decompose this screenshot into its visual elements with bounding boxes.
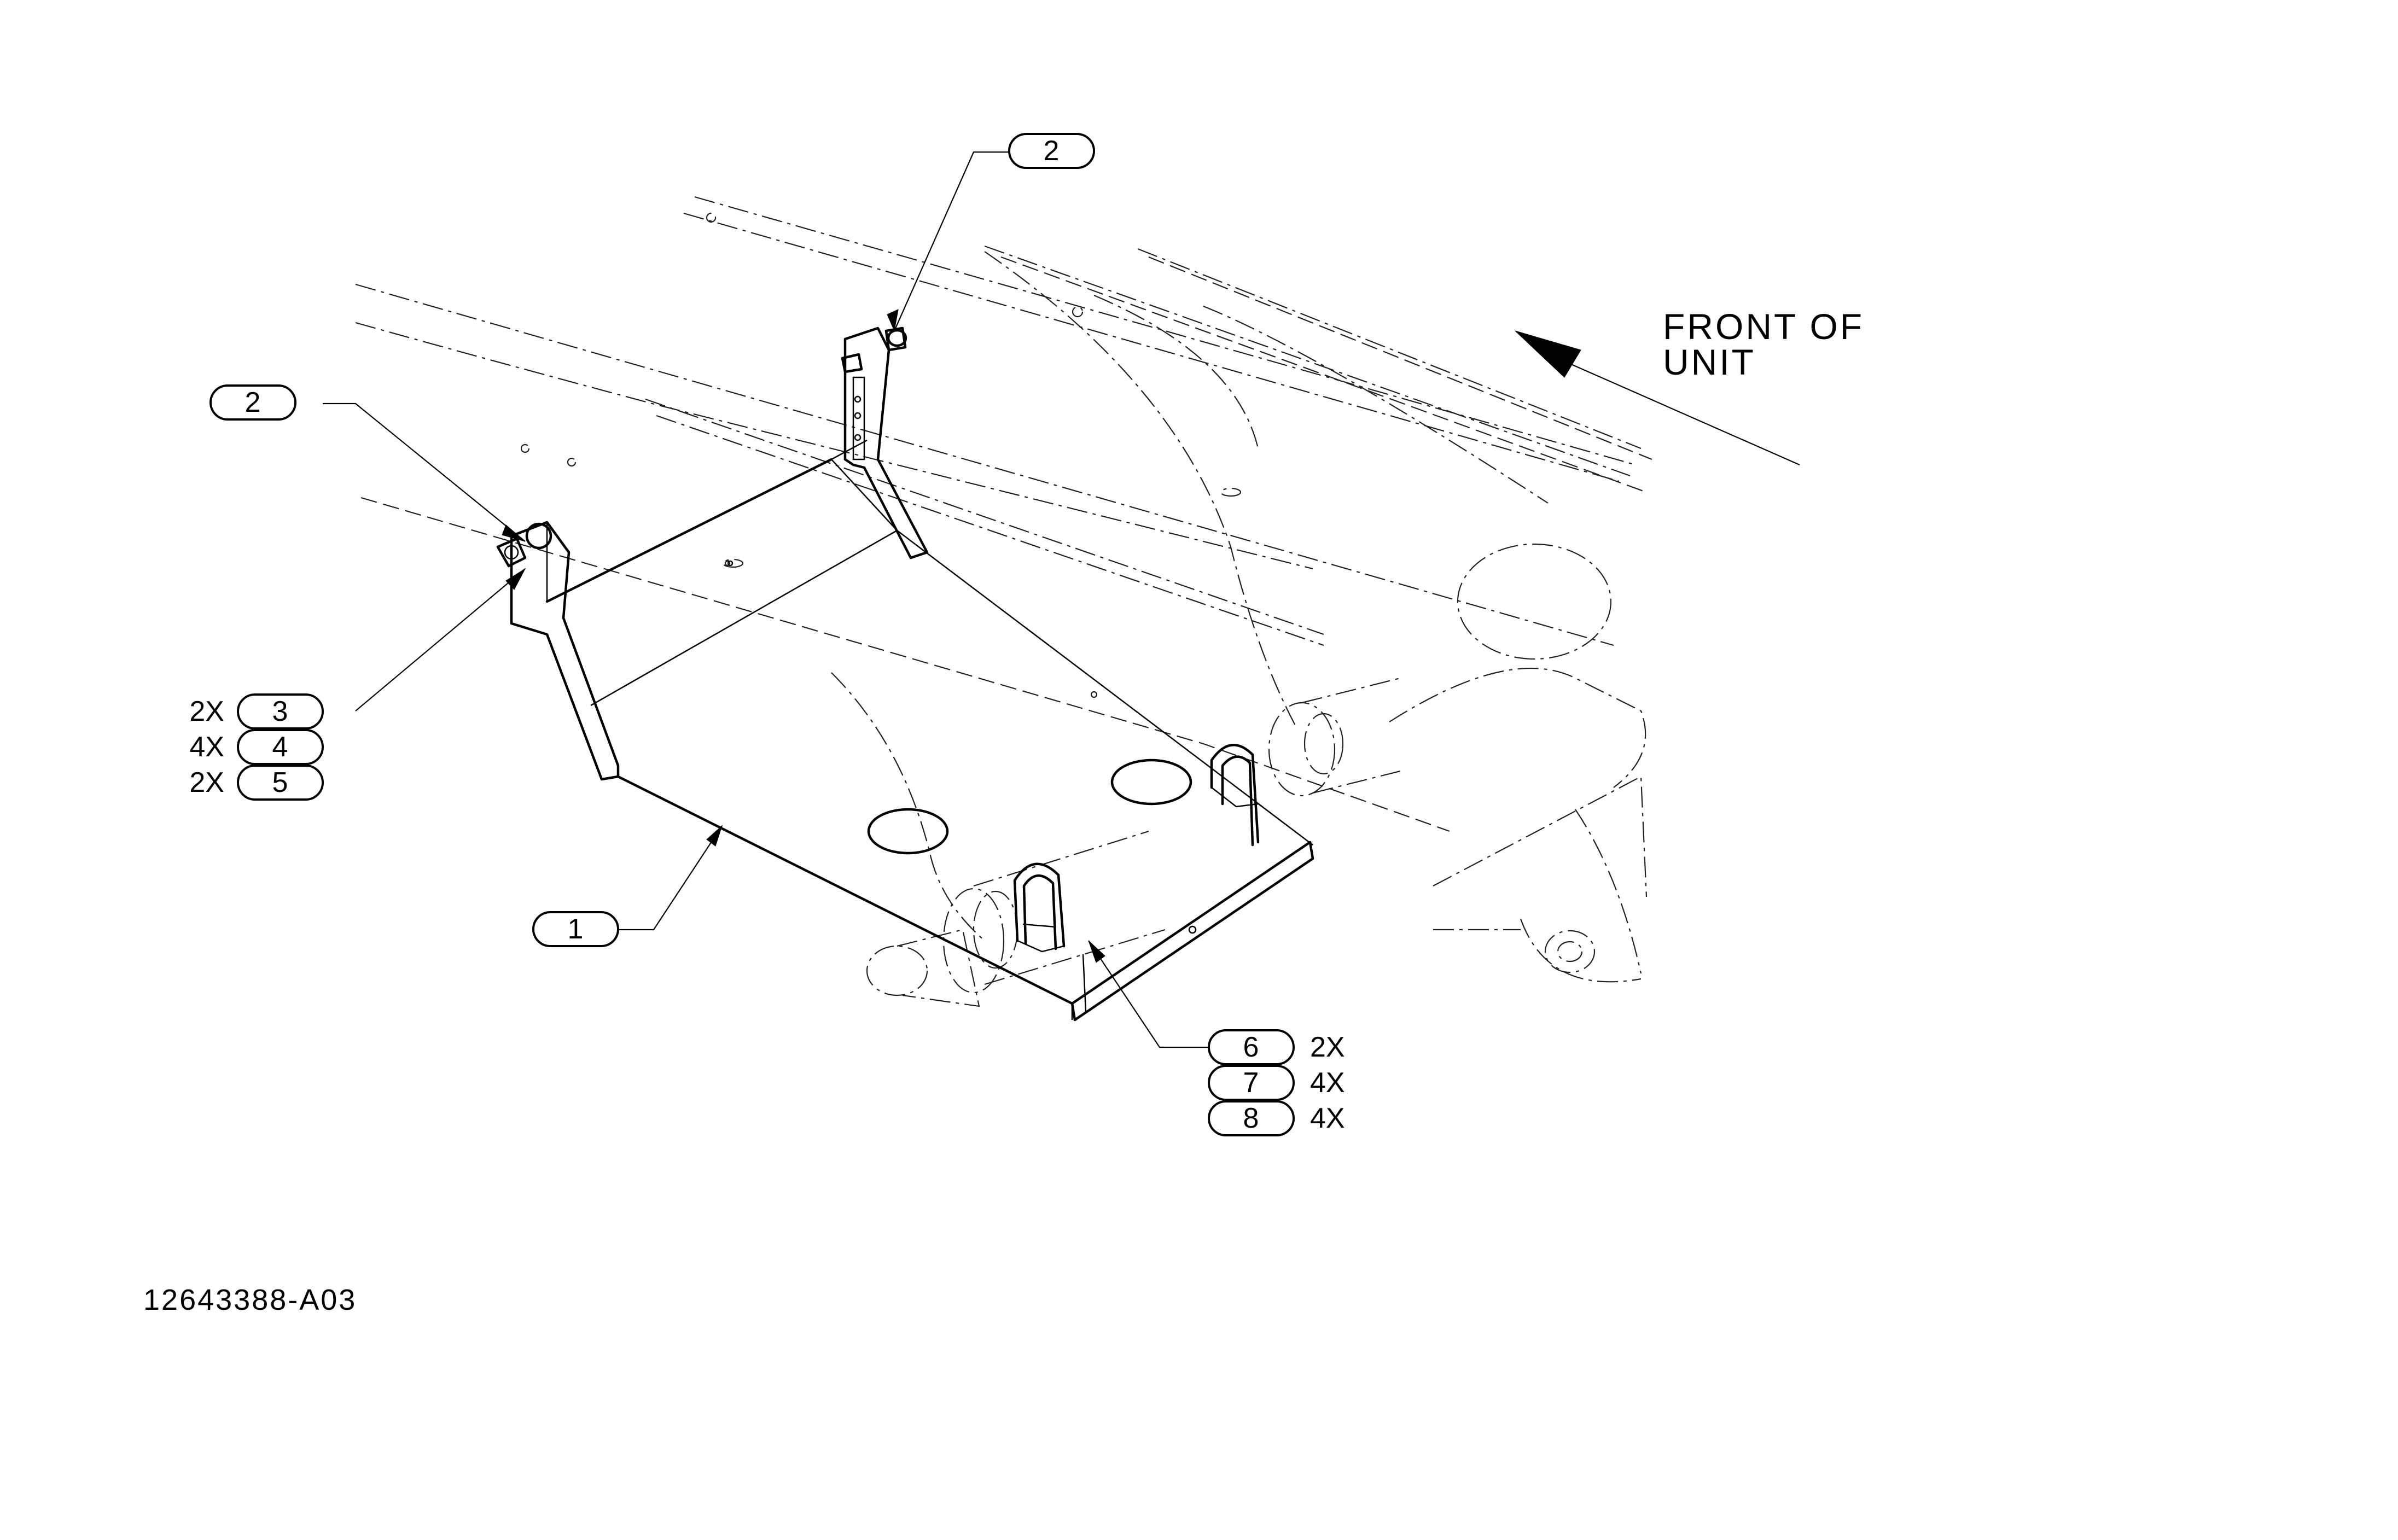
callout-item-8: 8 4X (1208, 1100, 1345, 1136)
u-bolts-item-6 (1013, 743, 1260, 953)
front-of-unit-label-line1: FRONT OF (1663, 306, 1864, 347)
svg-text:8: 8 (1243, 1102, 1259, 1134)
bracket-top-item-2 (841, 326, 929, 559)
callout-item-7: 7 4X (1208, 1065, 1345, 1101)
svg-text:3: 3 (272, 696, 288, 727)
phantom-machine-outline (355, 196, 1652, 1007)
svg-text:4: 4 (272, 731, 288, 763)
callout-item-4: 4 4X (189, 729, 324, 765)
callout-item-6: 6 2X (1208, 1029, 1345, 1065)
svg-text:7: 7 (1243, 1067, 1259, 1099)
qty-item-4: 4X (189, 731, 224, 763)
leader-lines (323, 151, 1800, 1048)
qty-item-8: 4X (1310, 1102, 1345, 1134)
qty-item-6: 2X (1310, 1031, 1345, 1063)
guard-plate-item-1 (545, 439, 1314, 1022)
callout-item-2-left: 2 (209, 384, 296, 421)
qty-item-5: 2X (189, 767, 224, 798)
qty-item-7: 4X (1310, 1067, 1345, 1099)
callout-item-1: 1 (532, 911, 619, 947)
callout-item-2-top: 2 (1008, 133, 1095, 169)
bracket-left-item-2 (496, 521, 620, 781)
svg-text:5: 5 (272, 767, 288, 798)
svg-text:2: 2 (1044, 135, 1060, 167)
svg-text:1: 1 (568, 913, 584, 945)
callout-item-5: 5 2X (189, 765, 324, 801)
document-number: 12643388-A03 (143, 1284, 357, 1316)
svg-text:6: 6 (1243, 1031, 1259, 1063)
qty-item-3: 2X (189, 696, 224, 727)
front-of-unit-label-line2: UNIT (1663, 342, 1756, 382)
svg-text:2: 2 (245, 387, 261, 418)
callout-item-3: 3 2X (189, 693, 324, 730)
